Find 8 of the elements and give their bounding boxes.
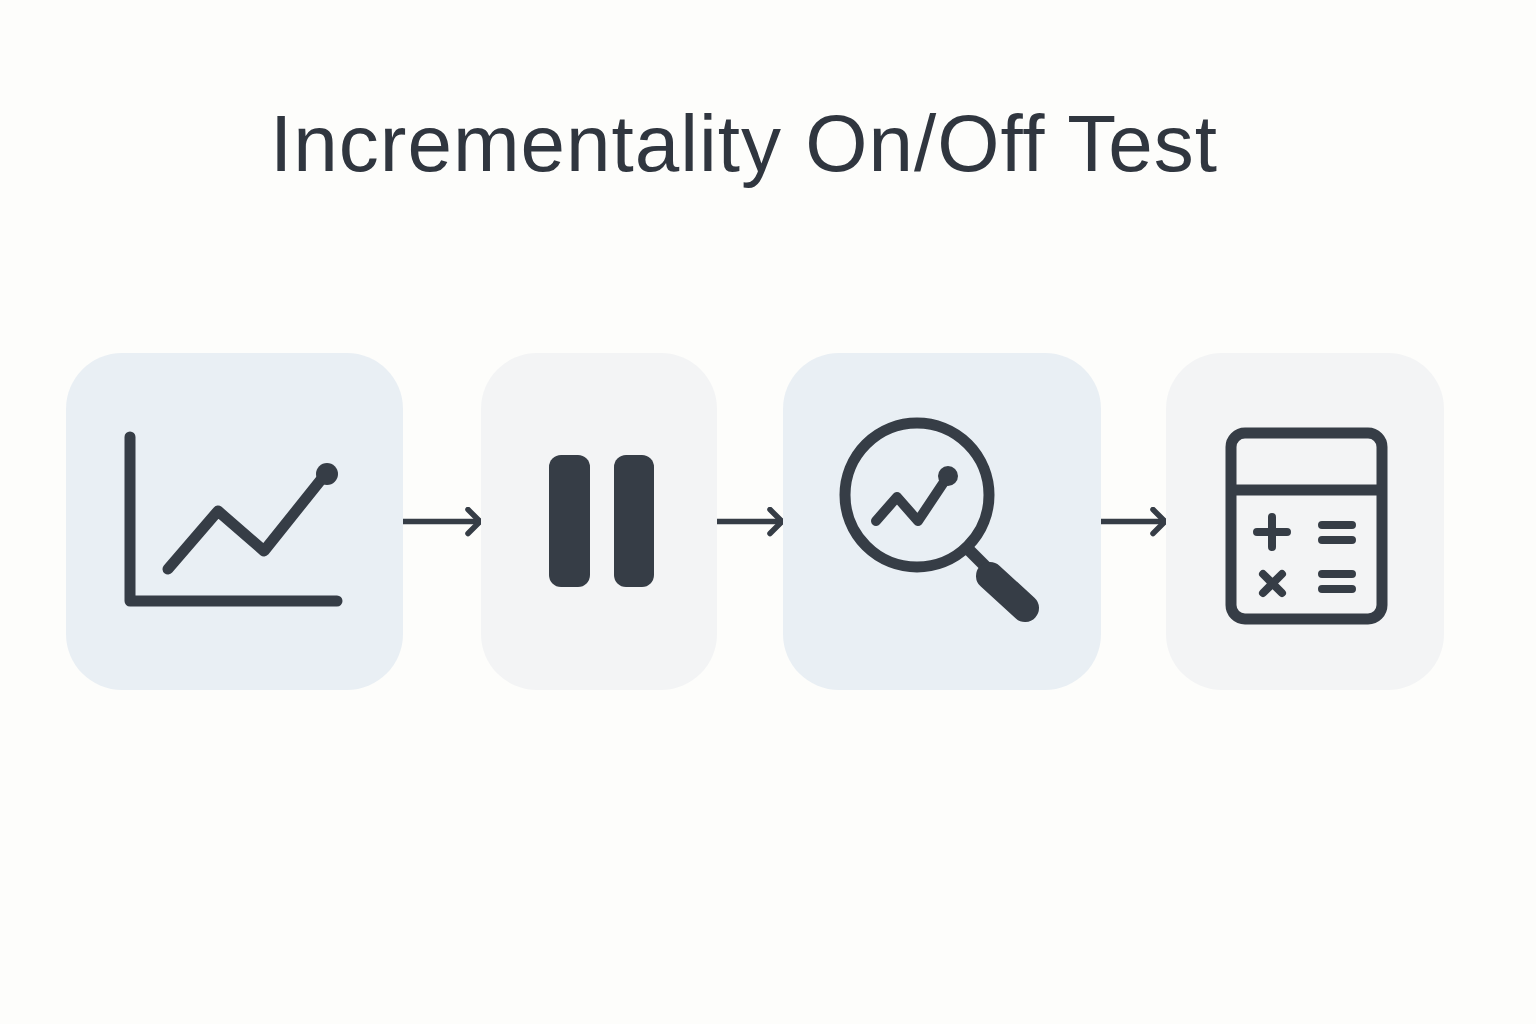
arrow: [1101, 506, 1168, 537]
arrow: [717, 506, 785, 537]
title: Incrementality On/Off Test: [270, 98, 1218, 190]
icon-tile: [783, 353, 1101, 690]
icon-tile: [66, 353, 403, 690]
arrow: [403, 506, 483, 537]
icon-tile: [1166, 353, 1444, 690]
icon-tile: [481, 353, 717, 690]
